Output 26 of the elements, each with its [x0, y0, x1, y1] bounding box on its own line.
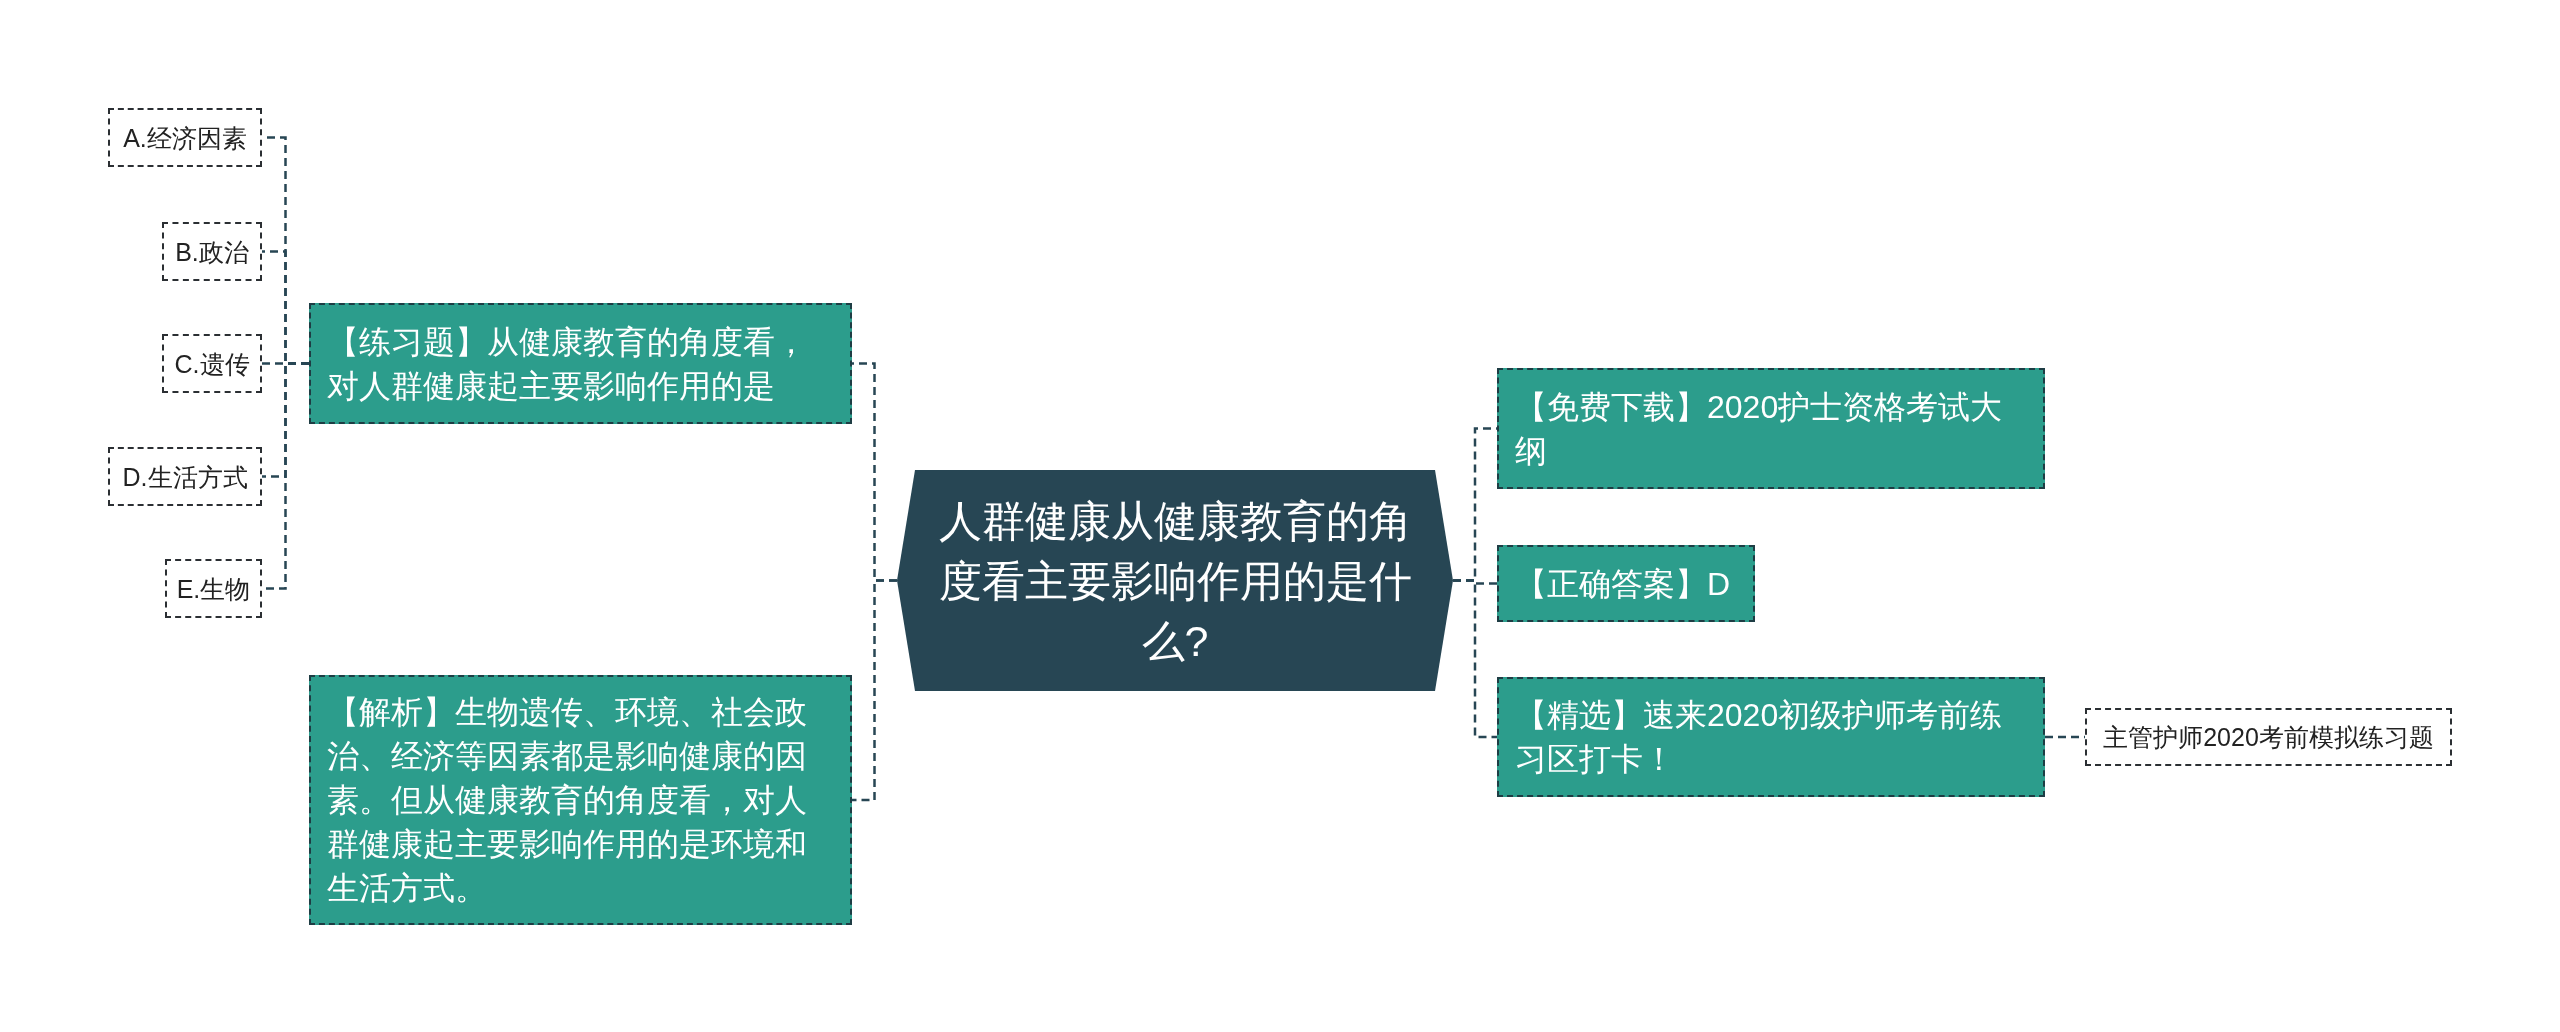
option-box [108, 447, 262, 506]
topic-box [309, 303, 852, 424]
connector-line [1453, 579, 1497, 739]
option-text: C.遗传 [174, 348, 250, 379]
topic-text: 【精选】速来2020初级护师考前练习区打卡！ [1515, 696, 2004, 779]
option-box [165, 559, 262, 618]
option-box [2085, 708, 2452, 766]
topic-text: 【解析】生物遗传、环境、社会政治、经济等因素都是影响健康的因素。但从健康教育的角度看，对人群健康起主要影响作用的是环境和生活方式。 [327, 693, 808, 908]
option-box [162, 334, 262, 393]
topic-box [309, 675, 852, 925]
topic-title: 人群健康从健康教育的角度看主要影响作用的是什么? [937, 495, 1413, 667]
topic-text: 【正确答案】D [1515, 564, 1731, 604]
option-text: 主管护师2020考前模拟练习题 [2103, 722, 2434, 752]
option-text: B.政治 [175, 236, 249, 267]
topic-box [1497, 545, 1755, 622]
option-text: E.生物 [176, 573, 251, 604]
option-text: D.生活方式 [122, 461, 248, 492]
option-box [108, 108, 262, 167]
topic-box [1497, 677, 2045, 797]
connector-line [852, 579, 897, 802]
topic-box [1497, 368, 2045, 489]
topic-text: 【练习题】从健康教育的角度看，对人群健康起主要影响作用的是 [327, 322, 808, 406]
topic-text: 【免费下载】2020护士资格考试大纲 [1515, 387, 2004, 471]
option-text: A.经济因素 [123, 122, 247, 153]
option-box [162, 222, 262, 281]
topic-hexagon [897, 470, 1453, 691]
